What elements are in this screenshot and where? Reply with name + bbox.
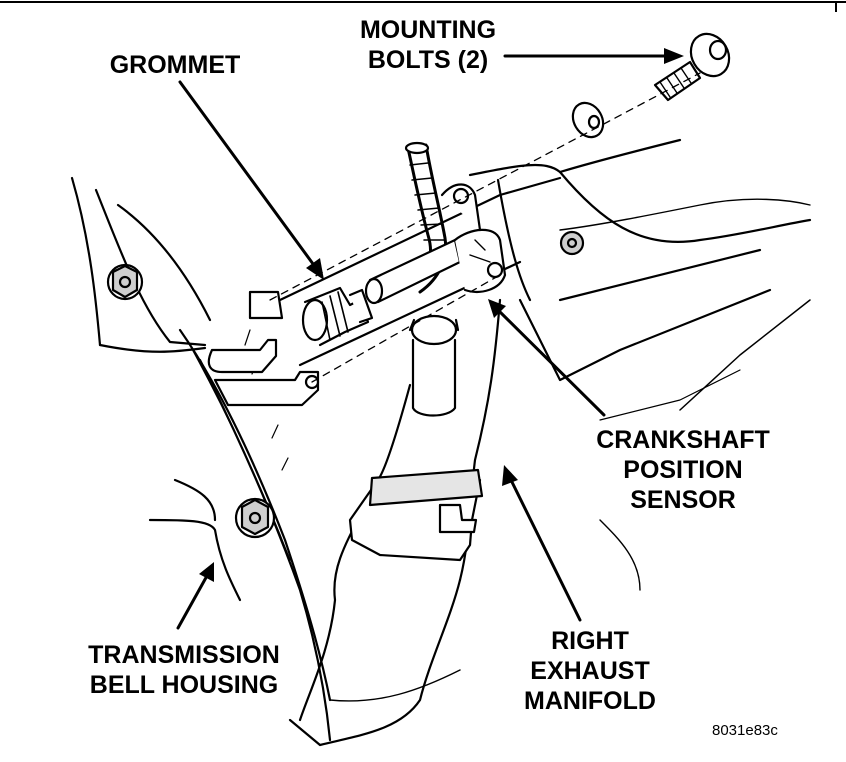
crankshaft-sensor-label: CRANKSHAFT POSITION SENSOR <box>578 425 788 515</box>
crankshaft-sensor-label-line-1: CRANKSHAFT <box>596 426 770 454</box>
exhaust-manifold-leader <box>508 476 582 622</box>
figure-code: 8031e83c <box>712 722 778 739</box>
right-exhaust-manifold <box>288 298 641 747</box>
transmission-bell-housing <box>70 176 332 742</box>
mounting-bolts-label: MOUNTING BOLTS (2) <box>348 15 508 75</box>
exhaust-label-line-2: EXHAUST <box>530 657 650 685</box>
mounting-bolts-label-line-1: MOUNTING <box>359 16 497 44</box>
exhaust-label-line-3: MANIFOLD <box>524 687 656 715</box>
grommet-label: GROMMET <box>95 50 255 80</box>
crankshaft-sensor-label-line-2: POSITION <box>623 456 743 484</box>
transmission-label-line-2: BELL HOUSING <box>89 671 279 699</box>
bell-housing-leader <box>176 572 210 630</box>
alignment-line-lower <box>311 274 501 383</box>
grommet <box>301 286 374 347</box>
exhaust-label-line-1: RIGHT <box>551 627 629 655</box>
crankshaft-position-sensor <box>364 141 507 305</box>
crankshaft-sensor-label-line-3: SENSOR <box>630 486 736 514</box>
grommet-label-text: GROMMET <box>109 51 241 79</box>
mounting-bolt-and-washer <box>571 32 731 139</box>
alignment-line-upper <box>269 72 701 301</box>
transmission-bell-housing-label: TRANSMISSION BELL HOUSING <box>68 640 300 700</box>
engine-block <box>278 138 812 421</box>
mounting-bolts-label-line-2: BOLTS (2) <box>367 46 489 74</box>
grommet-leader <box>178 80 318 270</box>
crankshaft-sensor-leader <box>496 308 606 417</box>
right-exhaust-manifold-label: RIGHT EXHAUST MANIFOLD <box>505 626 675 716</box>
transmission-label-line-1: TRANSMISSION <box>88 641 280 669</box>
